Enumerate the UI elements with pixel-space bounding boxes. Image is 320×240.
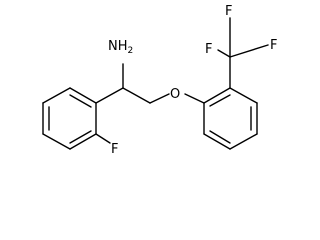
bond-o-ring — [184, 93, 205, 104]
bond-ring-ch — [95, 87, 124, 104]
bond-c-f-left — [217, 49, 231, 58]
bond — [203, 133, 231, 150]
bond — [229, 133, 258, 150]
bond-c-f — [95, 133, 111, 144]
cf3-fluorine-right-label: F — [270, 38, 277, 53]
bond — [69, 87, 97, 104]
bond-c-f-right — [229, 44, 269, 58]
bond — [69, 133, 97, 150]
chemical-structure: NH2 O F F F F — [42, 4, 277, 157]
bond — [42, 87, 71, 104]
double-bond-inner — [209, 94, 231, 107]
bond — [229, 87, 258, 104]
ring-fluorine-label: F — [111, 142, 118, 157]
double-bond-inner — [209, 130, 231, 144]
bond-ch-ch2 — [122, 87, 151, 104]
double-bond-inner — [69, 130, 92, 144]
cf3-fluorine-top-label: F — [225, 4, 232, 19]
double-bond-inner — [69, 94, 92, 108]
atom-labels: NH2 O F F F F — [108, 4, 277, 157]
bond — [42, 133, 71, 150]
ether-oxygen-label: O — [170, 87, 180, 102]
bond — [203, 87, 231, 104]
bond-ch2-o — [149, 93, 170, 104]
cf3-fluorine-left-label: F — [205, 42, 212, 57]
amine-label: NH2 — [108, 39, 133, 56]
bonds — [42, 17, 269, 150]
